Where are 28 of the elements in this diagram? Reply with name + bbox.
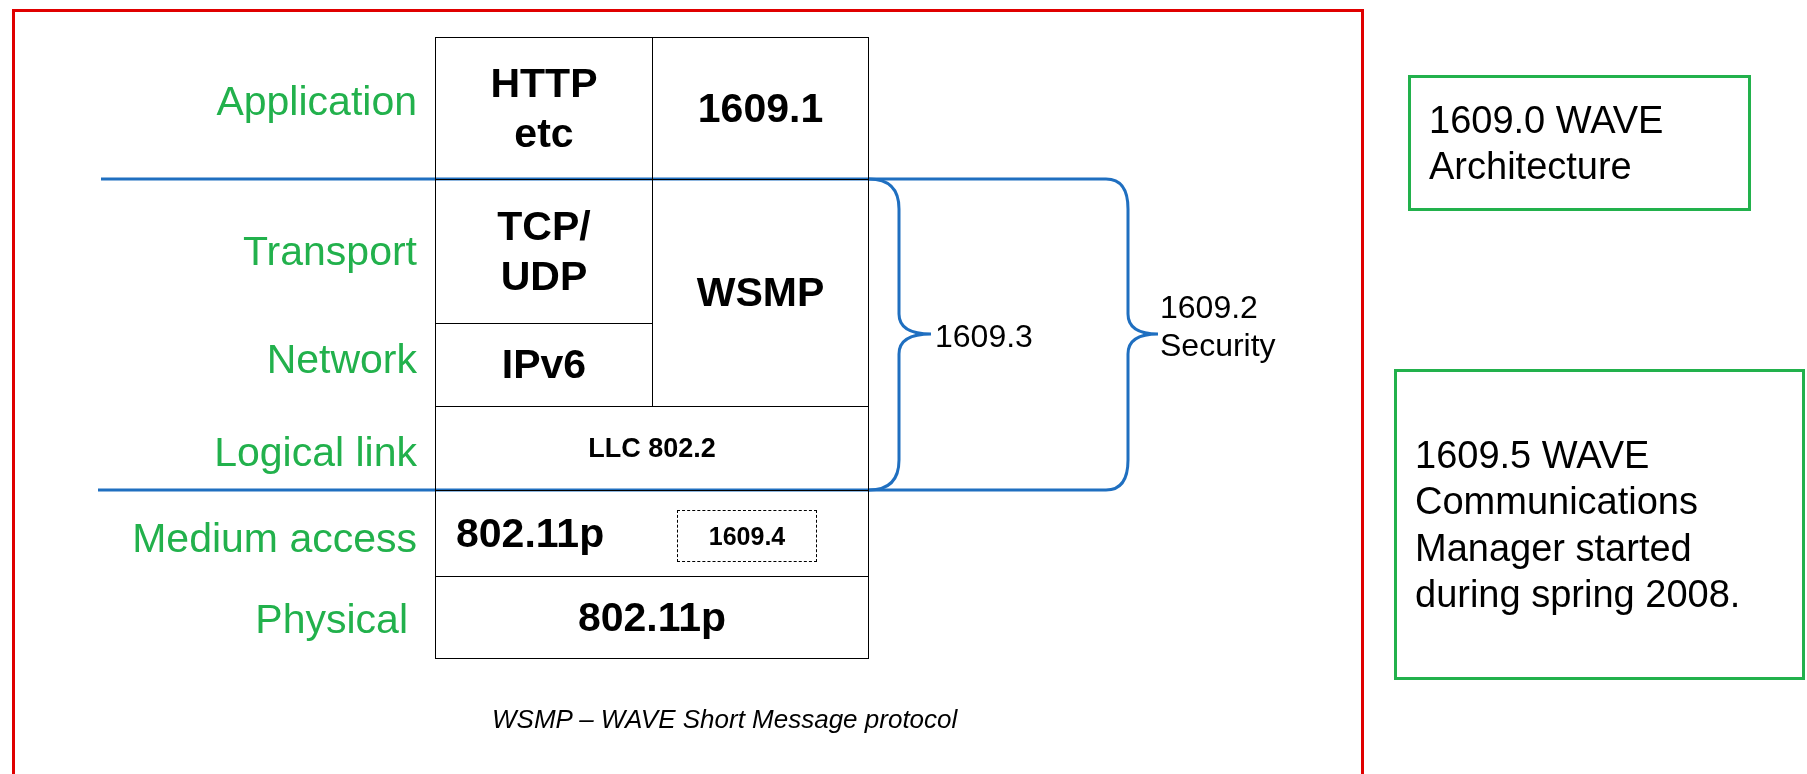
layer-box (435, 490, 869, 577)
layer-text: 1609.1 (697, 83, 824, 133)
layer-text: 1609.5 WAVE Communications Manager started during spring 2008. (1415, 432, 1742, 617)
note-box (1394, 369, 1805, 680)
note-box (1408, 75, 1751, 211)
layer-box (435, 37, 653, 180)
layer-label: Logical link (214, 428, 417, 476)
bracket-label: 1609.3 (935, 317, 1033, 356)
layer-text: IPv6 (501, 340, 587, 390)
layer-text: WSMP (696, 268, 825, 318)
layer-box (435, 576, 869, 659)
layer-label: Physical (255, 595, 408, 643)
bracket-label: 1609.2 Security (1160, 287, 1277, 365)
layer-label: Network (266, 335, 417, 383)
layer-label: Medium access (132, 514, 417, 562)
caption: WSMP – WAVE Short Message protocol (492, 704, 958, 735)
layer-box (435, 406, 869, 491)
layer-text: 802.11p (577, 592, 727, 642)
layer-text: TCP/ UDP (496, 202, 592, 301)
layer-text: HTTP etc (489, 59, 599, 158)
layer-text: LLC 802.2 (588, 432, 716, 465)
dashed-box (677, 510, 817, 562)
layer-text: 1609.4 (708, 521, 786, 551)
layer-label: Transport (243, 227, 417, 275)
layer-text: 802.11p (456, 508, 605, 558)
layer-label: Application (216, 77, 417, 125)
layer-text: 1609.0 WAVE Architecture (1429, 97, 1665, 189)
layer-box (652, 37, 869, 180)
